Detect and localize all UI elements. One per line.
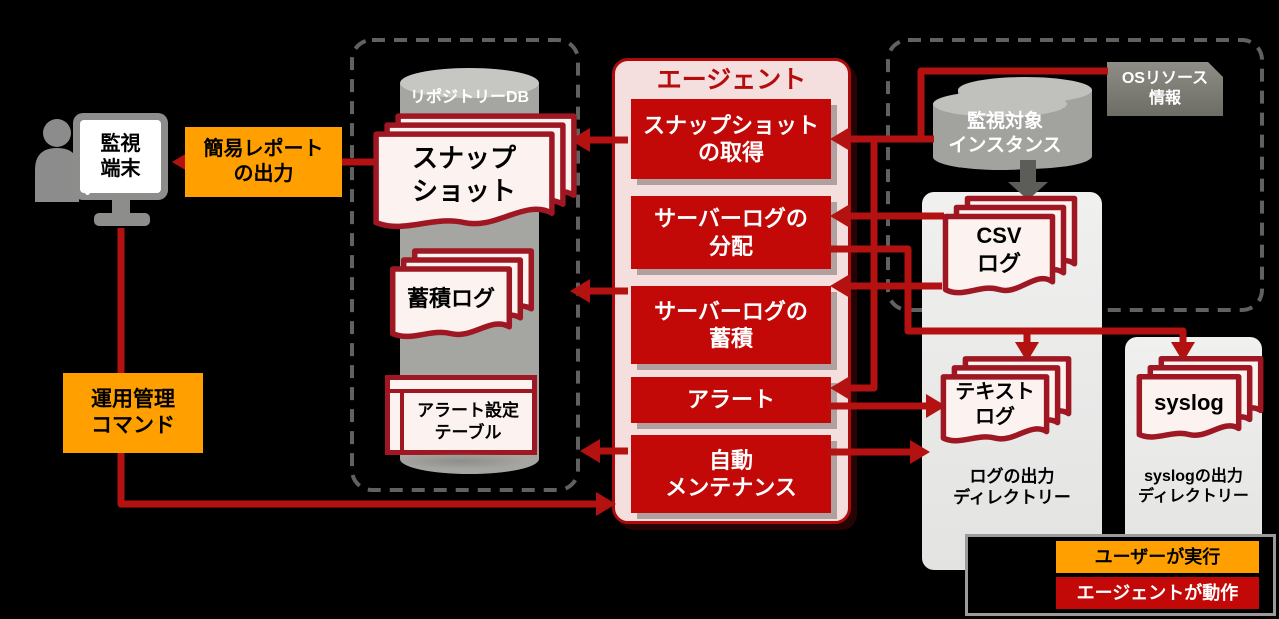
monitor-stand [112, 200, 130, 214]
alert-settings-table: アラート設定 テーブル [385, 375, 537, 469]
snapshot-doc-stack: スナップ ショット [372, 130, 556, 234]
csv-log-doc-stack: CSV ログ [943, 213, 1055, 299]
accumulated-log-doc-stack: 蓄積ログ [390, 266, 512, 342]
operation-command-label: 運用管理 コマンド [63, 373, 203, 453]
user-person-icon [35, 119, 79, 202]
instance-label: 監視対象 インスタンス [948, 111, 1062, 156]
agent-action-serverlog-distribute: サーバーログの 分配 [631, 196, 831, 269]
agent-action-snapshot-acquire: スナップショット の取得 [631, 99, 831, 179]
legend-agent-operates: エージェントが動作 [1056, 577, 1259, 609]
legend-user-executes: ユーザーが実行 [1056, 541, 1259, 573]
alert-table-label: アラート設定 テーブル [404, 393, 532, 450]
agent-title: エージェント [656, 66, 807, 95]
syslog-dir-caption: syslogの出力 ディレクトリー [1138, 468, 1249, 505]
log-dir-caption: ログの出力 ディレクトリー [953, 466, 1071, 507]
agent-action-auto-maintenance: 自動 メンテナンス [631, 435, 831, 513]
monitor-power-led [85, 190, 90, 195]
text-log-label: テキスト ログ [955, 380, 1035, 428]
accumulated-log-label: 蓄積ログ [406, 285, 495, 311]
snapshot-label: スナップ ショット [411, 143, 516, 206]
alert-table-header-row [390, 380, 532, 389]
agent-action-alert: アラート [631, 377, 831, 423]
repository-db-label: リポジトリーDB [409, 89, 530, 106]
text-log-doc-stack: テキスト ログ [941, 374, 1049, 446]
alert-table-left-column [390, 393, 400, 450]
os-resource-box: OSリソース 情報 [1107, 62, 1223, 116]
syslog-label: syslog [1154, 390, 1224, 416]
monitor-terminal: 監視 端末 [80, 120, 161, 193]
legend-box: ユーザーが実行 エージェントが動作 [965, 534, 1276, 616]
monitor-base [94, 213, 150, 226]
agent-panel: エージェント スナップショット の取得 サーバーログの 分配 サーバーログの 蓄… [612, 58, 851, 524]
syslog-doc-stack: syslog [1137, 374, 1241, 442]
csv-log-label: CSV ログ [976, 223, 1022, 276]
report-output-label: 簡易レポート の出力 [185, 127, 342, 197]
instance-to-csv-arrow-icon [1008, 160, 1048, 200]
agent-action-serverlog-accumulate: サーバーログの 蓄積 [631, 286, 831, 364]
